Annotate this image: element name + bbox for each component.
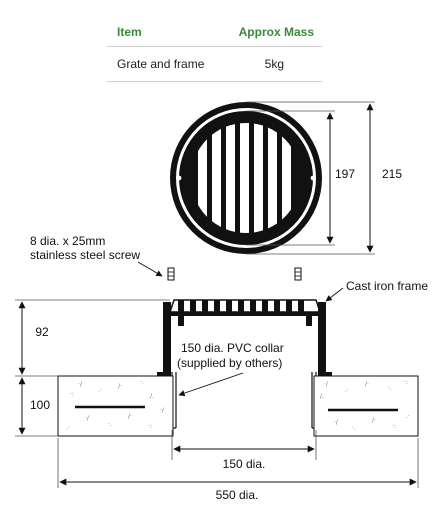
- svg-text:·.: ·.: [108, 421, 112, 428]
- svg-text:·.: ·.: [352, 425, 356, 432]
- svg-text:·:: ·:: [148, 423, 152, 430]
- dim-collar-label: 150 dia.: [223, 457, 266, 471]
- dim-height-top-label: 92: [35, 325, 49, 339]
- dim-inner-label: 197: [335, 167, 355, 181]
- dimension-92: 92: [15, 299, 170, 377]
- svg-text:/·: /·: [372, 417, 376, 424]
- concrete-slab-right: ·/ .· /· ·. ·: /. ·/ ·. /· ·: .·: [313, 375, 419, 437]
- header-item: Item: [117, 25, 142, 39]
- svg-text:·:: ·:: [392, 423, 396, 430]
- svg-text:.·: .·: [66, 425, 70, 432]
- svg-text:/.: /.: [150, 393, 154, 400]
- spec-table-header: Item Approx Mass: [107, 18, 322, 47]
- svg-text:·.: ·.: [140, 379, 144, 386]
- dimension-550: 550 dia.: [57, 438, 419, 502]
- cell-mass: 5kg: [264, 57, 284, 71]
- screw-label-line1: 8 dia. x 25mm: [30, 234, 105, 248]
- svg-text:·/: ·/: [85, 415, 90, 422]
- svg-text:/·: /·: [128, 413, 132, 420]
- svg-text:/·: /·: [365, 381, 369, 388]
- collar-label-line2: (supplied by others): [177, 356, 282, 370]
- callout-screw: 8 dia. x 25mm stainless steel screw: [30, 234, 163, 277]
- svg-text:.·: .·: [406, 413, 410, 420]
- frame-right: [318, 302, 332, 377]
- svg-text:·/: ·/: [160, 407, 165, 414]
- svg-text:·.: ·.: [388, 385, 392, 392]
- screw-right: [294, 267, 302, 281]
- screw-hole-right: [310, 175, 316, 181]
- screw-left: [167, 267, 175, 281]
- frame-label: Cast iron frame: [346, 279, 428, 293]
- svg-text:.·: .·: [98, 387, 102, 394]
- header-mass: Approx Mass: [238, 25, 314, 39]
- svg-text:.·: .·: [345, 387, 349, 394]
- concrete-slab-left: ·/ .· /· ·. ·: /. ·/ ·. /· ·: .· ·/: [57, 375, 174, 437]
- svg-text:·/: ·/: [334, 419, 339, 426]
- svg-text:·:: ·:: [70, 391, 74, 398]
- screw-hole-left: [176, 175, 182, 181]
- svg-text:·/: ·/: [78, 381, 83, 388]
- callout-collar: 150 dia. PVC collar (supplied by others): [177, 341, 284, 397]
- svg-text:·:: ·:: [404, 379, 408, 386]
- dimension-150: 150 dia.: [171, 430, 317, 471]
- dim-overall-label: 550 dia.: [216, 488, 259, 502]
- plan-dimension-197: 197: [246, 110, 355, 246]
- svg-text:/·: /·: [118, 383, 122, 390]
- pvc-collar: [171, 372, 317, 429]
- grate-section: [168, 299, 322, 326]
- dimension-100: 100: [15, 377, 58, 437]
- dim-outer-label: 215: [382, 167, 402, 181]
- svg-text:/.: /.: [320, 393, 324, 400]
- grate-slots: [198, 123, 291, 233]
- cell-item: Grate and frame: [117, 57, 205, 71]
- screw-label-line2: stainless steel screw: [30, 248, 140, 262]
- grate-plan-view: [170, 102, 322, 254]
- callout-frame: Cast iron frame: [325, 279, 428, 302]
- dim-height-bottom-label: 100: [30, 398, 50, 412]
- plan-dimension-215: 215: [246, 101, 402, 255]
- table-row: Grate and frame 5kg: [107, 47, 322, 82]
- spec-table: Item Approx Mass Grate and frame 5kg: [107, 18, 322, 82]
- collar-label-line1: 150 dia. PVC collar: [181, 341, 284, 355]
- frame-left: [157, 302, 171, 377]
- svg-text:·/: ·/: [324, 381, 329, 388]
